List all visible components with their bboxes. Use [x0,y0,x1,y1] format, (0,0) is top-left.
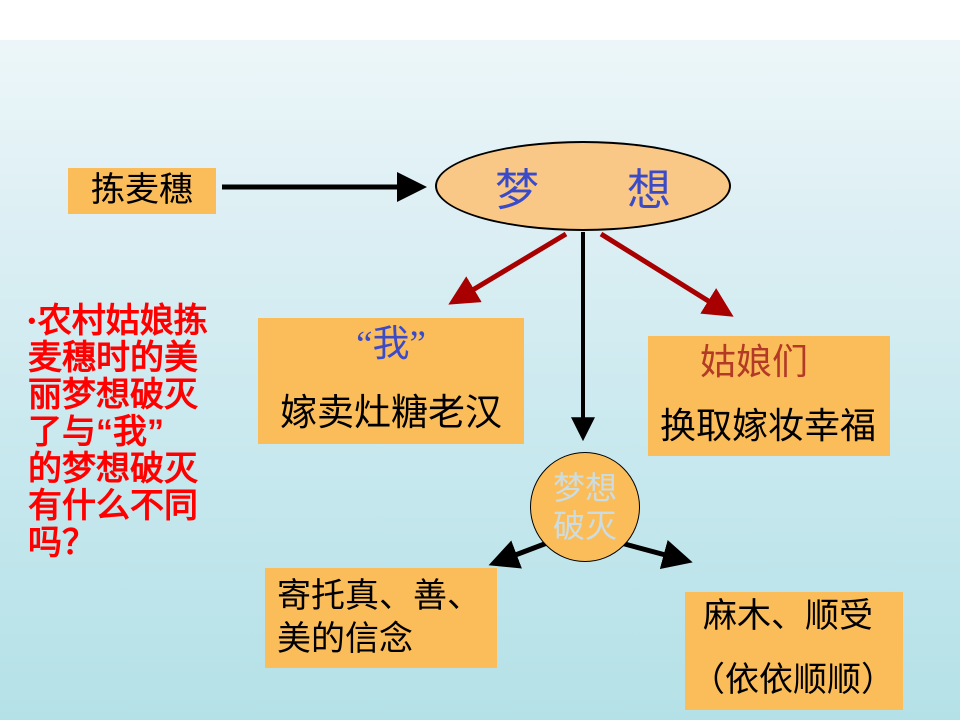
node-faith-outcome-line1: 寄托真、善、 [277,578,481,615]
node-faith-outcome-line2: 美的信念 [277,621,413,658]
question-line-6: 有什么不同 [28,487,198,525]
node-my-dream: “我” 嫁卖灶糖老汉 [258,318,524,444]
node-pick-wheat: 拣麦穗 [68,168,216,214]
node-numb-outcome-line2: （依依顺顺） [691,662,895,699]
node-dream-shattered-line2: 破灭 [552,508,617,544]
node-dream-shattered: 梦想 破灭 [530,452,640,562]
node-my-dream-title: “我” [356,324,426,365]
bullet-icon: • [28,308,36,333]
question-line-7: 吗？ [28,524,96,562]
node-pick-wheat-label: 拣麦穗 [91,172,193,209]
node-dream: 梦 想 [435,141,731,231]
question-line-1-text: 农村姑娘拣 [37,302,208,340]
node-girls-dream-detail: 换取嫁妆幸福 [660,406,877,446]
question-line-4: 了与“我” [28,413,164,451]
node-dream-label: 梦 想 [495,166,671,215]
question-line-3: 丽梦想破灭 [28,376,198,414]
question-line-5: 的梦想破灭 [28,450,198,488]
question-line-2: 麦穗时的美 [28,339,198,377]
arrow-shatter-to-faith [488,540,548,569]
node-my-dream-detail: 嫁卖灶糖老汉 [280,393,502,434]
question-block: •农村姑娘拣 麦穗时的美 丽梦想破灭 了与“我” 的梦想破灭 有什么不同 吗？ [28,302,268,562]
node-numb-outcome-line1: 麻木、顺受 [703,598,873,635]
arrow-shatter-to-numb [620,540,693,570]
top-white-margin [0,0,960,40]
question-line-1: •农村姑娘拣 [28,302,268,340]
arrow-dream-to-girls [599,231,734,317]
node-dream-shattered-line1: 梦想 [552,470,617,506]
node-numb-outcome: 麻木、顺受 （依依顺顺） [685,592,903,710]
node-girls-dream: 姑娘们 换取嫁妆幸福 [648,336,890,456]
arrow-dream-to-me [448,231,568,305]
node-girls-dream-title: 姑娘们 [700,342,809,382]
node-faith-outcome: 寄托真、善、 美的信念 [265,568,497,668]
